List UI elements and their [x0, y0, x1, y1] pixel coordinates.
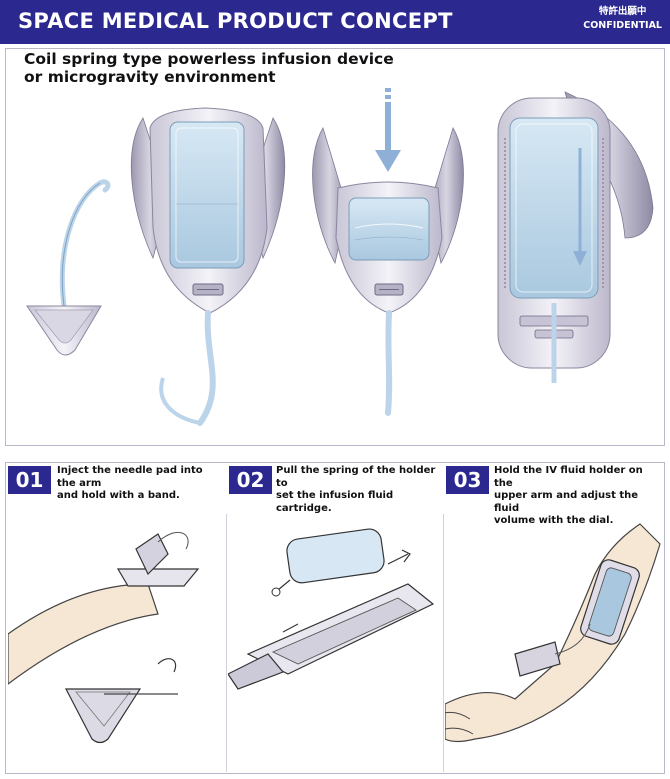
step-instruction-03: Hold the IV fluid holder on the upper ar… [494, 465, 664, 528]
needle-pad-illustration [26, 179, 111, 356]
step-02-line-1: Pull the spring of the holder to [276, 465, 436, 489]
device-full-cartridge-illustration [130, 107, 286, 426]
step-03-line-2: upper arm and adjust the fluid [494, 490, 639, 514]
step-divider-1 [226, 514, 227, 772]
concept-subtitle: Coil spring type powerless infusion devi… [24, 50, 394, 86]
step-number-03: 03 [446, 466, 489, 494]
confidential-label: CONFIDENTIAL [583, 20, 662, 31]
step-01-line-2: and hold with a band. [57, 490, 180, 501]
page-title: SPACE MEDICAL PRODUCT CONCEPT [18, 9, 453, 33]
step-02-sketch [228, 528, 435, 690]
step-03-sketch [445, 523, 661, 743]
step-number-02: 02 [229, 466, 272, 494]
step-01-sketch [8, 531, 200, 744]
step-02-line-2: set the infusion fluid cartridge. [276, 490, 394, 514]
step-03-line-3: volume with the dial. [494, 515, 614, 526]
subtitle-line-2: or microgravity environment [24, 68, 276, 86]
step-divider-2 [443, 514, 444, 772]
step-instruction-02: Pull the spring of the holder to set the… [276, 465, 441, 515]
step-instruction-01: Inject the needle pad into the arm and h… [57, 465, 222, 503]
header-banner: SPACE MEDICAL PRODUCT CONCEPT 特許出願中 CONF… [0, 0, 670, 44]
step-03-line-1: Hold the IV fluid holder on the [494, 465, 643, 489]
device-front-view-illustration [497, 91, 654, 383]
steps-panel [5, 462, 665, 774]
confidential-stamp: 特許出願中 CONFIDENTIAL [583, 5, 662, 33]
step-01-line-1: Inject the needle pad into the arm [57, 465, 203, 489]
device-retracted-illustration [312, 127, 464, 416]
device-illustrations [26, 88, 654, 426]
patent-pending-label: 特許出願中 [598, 6, 647, 17]
subtitle-line-1: Coil spring type powerless infusion devi… [24, 50, 394, 68]
insert-arrow-icon [375, 88, 401, 172]
step-number-01: 01 [8, 466, 51, 494]
